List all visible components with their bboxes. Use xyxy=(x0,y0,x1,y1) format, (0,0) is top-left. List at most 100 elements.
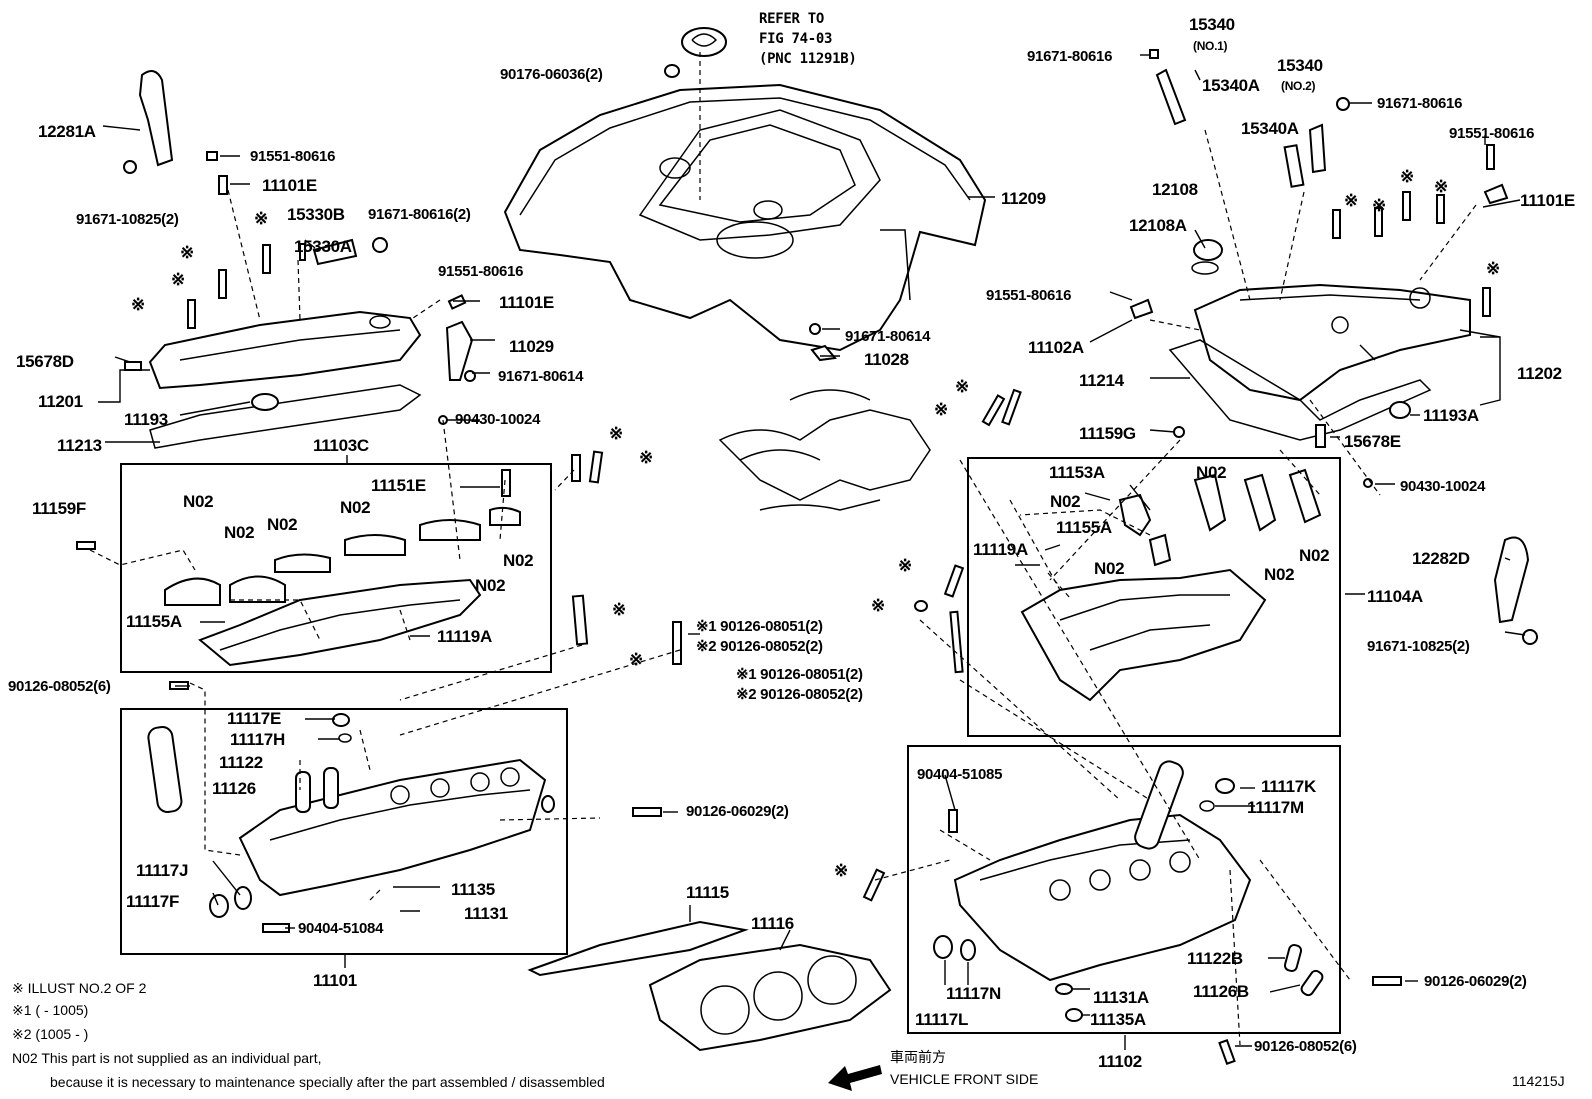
label-11126: 11126 xyxy=(212,779,256,798)
label-11103C: 11103C xyxy=(313,436,369,455)
hanger-12281A xyxy=(138,70,174,167)
label-90176: 90176-06036(2) xyxy=(500,66,603,83)
label-15340-2-no: (NO.2) xyxy=(1281,79,1316,93)
label-n02-5: N02 xyxy=(503,551,534,570)
label-12108: 12108 xyxy=(1152,180,1198,199)
camshaft-housing-11103C xyxy=(164,506,521,667)
label-n02-9: N02 xyxy=(1094,559,1125,578)
leader-lines xyxy=(98,54,1526,1050)
symbol-marker: ※ xyxy=(1400,167,1414,186)
label-11101E-c: 11101E xyxy=(1520,191,1575,210)
symbol-marker: ※ xyxy=(834,861,848,880)
ring-11117H xyxy=(338,733,352,743)
label-15678D: 15678D xyxy=(16,352,74,371)
assembly-lines xyxy=(89,52,1477,1046)
label-11119A-b: 11119A xyxy=(973,540,1028,559)
label-91671-10825-a: 91671-10825(2) xyxy=(76,211,179,228)
label-n02-6: N02 xyxy=(475,576,506,595)
label-90404-51084: 90404-51084 xyxy=(298,920,384,937)
front-arrow-icon xyxy=(828,1065,882,1091)
label-n02-11: N02 xyxy=(1264,565,1295,584)
label-11122: 11122 xyxy=(219,753,263,772)
refer-line1: REFER TO xyxy=(759,11,825,27)
plug-11117F xyxy=(209,894,229,918)
gasket-11116 xyxy=(648,943,892,1052)
symbol-marker: ※ xyxy=(871,596,885,615)
label-11117F: 11117F xyxy=(126,892,180,911)
label-n02-1: N02 xyxy=(183,492,214,511)
refer-line3: (PNC 11291B) xyxy=(759,51,857,67)
grommet-90176 xyxy=(664,64,680,78)
plug-11117L xyxy=(933,935,953,959)
label-11135A: 11135A xyxy=(1090,1010,1146,1029)
label-12108A: 12108A xyxy=(1129,216,1187,235)
cam-cover-11202 xyxy=(1168,283,1471,441)
tube-11126B xyxy=(1300,969,1324,997)
label-11117L: 11117L xyxy=(915,1010,969,1029)
label-n02-2: N02 xyxy=(224,523,255,542)
gasket-12108A xyxy=(1191,261,1219,275)
label-91671-10825-b: 91671-10825(2) xyxy=(1367,638,1470,655)
label-91671-80614-a: 91671-80614 xyxy=(498,368,584,385)
note-illust: ※ ILLUST NO.2 OF 2 xyxy=(12,980,147,996)
label-11117M: 11117M xyxy=(1247,798,1304,817)
label-11117H: 11117H xyxy=(230,730,285,749)
symbol-marker: ※ xyxy=(955,377,969,396)
gasket-11115 xyxy=(527,920,749,977)
label-11119A-a: 11119A xyxy=(437,627,492,646)
label-90404-51085: 90404-51085 xyxy=(917,766,1003,783)
front-side-jp: 車両前方 xyxy=(890,1049,946,1065)
symbol-marker: ※ xyxy=(1344,191,1358,210)
label-91671-80616-2: 91671-80616(2) xyxy=(368,206,471,223)
symbol-marker: ※ xyxy=(1434,177,1448,196)
diagram-id: 114215J xyxy=(1512,1073,1565,1089)
plug-11135A xyxy=(1065,1008,1083,1022)
label-90126-08052-b: ※2 90126-08052(2) xyxy=(736,686,863,703)
ring-11117M xyxy=(1199,800,1215,812)
label-11214: 11214 xyxy=(1079,371,1124,390)
intake-reference-sketch xyxy=(718,389,931,511)
label-11117J: 11117J xyxy=(136,861,189,880)
label-91551-a: 91551-80616 xyxy=(250,148,336,165)
box-11101 xyxy=(120,708,568,955)
tube-11122 xyxy=(295,771,311,813)
symbol-marker: ※ xyxy=(612,600,626,619)
symbol-marker: ※ xyxy=(898,556,912,575)
oil-cap-12108 xyxy=(1193,239,1223,261)
label-15340-1: 15340 xyxy=(1189,15,1235,34)
box-11104A xyxy=(967,457,1341,737)
label-90126-08052-a: ※2 90126-08052(2) xyxy=(696,638,823,655)
cam-cover-11201 xyxy=(148,310,422,449)
label-15340A-b: 15340A xyxy=(1241,119,1299,138)
engine-cover-11209 xyxy=(503,83,987,352)
tube-11126-right xyxy=(1134,760,1184,850)
label-11116: 11116 xyxy=(751,914,794,933)
label-91671-80616-d: 91671-80616 xyxy=(1377,95,1463,112)
symbol-marker: ※ xyxy=(254,209,268,228)
label-11104A: 11104A xyxy=(1367,587,1423,606)
label-91671-80614-b: 91671-80614 xyxy=(845,328,931,345)
label-11135: 11135 xyxy=(451,880,495,899)
cylinder-head-11102 xyxy=(953,813,1252,982)
label-n02-4: N02 xyxy=(340,498,371,517)
camshaft-housing-11104A xyxy=(1020,468,1322,702)
label-n02-10: N02 xyxy=(1299,546,1330,565)
label-11201: 11201 xyxy=(38,392,83,411)
symbol-marker: ※ xyxy=(180,243,194,262)
note-range2: ※2 (1005 - ) xyxy=(12,1026,89,1042)
label-11029: 11029 xyxy=(509,337,554,356)
note-n02-line1: N02 This part is not supplied as an indi… xyxy=(12,1050,322,1066)
label-11117N: 11117N xyxy=(946,984,1001,1003)
label-n02-8: N02 xyxy=(1050,492,1081,511)
label-12282D: 12282D xyxy=(1412,549,1470,568)
note-range1: ※1 ( - 1005) xyxy=(12,1002,89,1018)
label-90126-06029-a: 90126-06029(2) xyxy=(686,803,789,820)
label-15340-2: 15340 xyxy=(1277,56,1323,75)
label-11126B: 11126B xyxy=(1193,982,1249,1001)
label-12281A: 12281A xyxy=(38,122,96,141)
symbol-marker: ※ xyxy=(171,270,185,289)
plug-11117K xyxy=(1215,778,1235,794)
plug-11117E xyxy=(332,713,350,727)
label-11193A: 11193A xyxy=(1423,406,1479,425)
